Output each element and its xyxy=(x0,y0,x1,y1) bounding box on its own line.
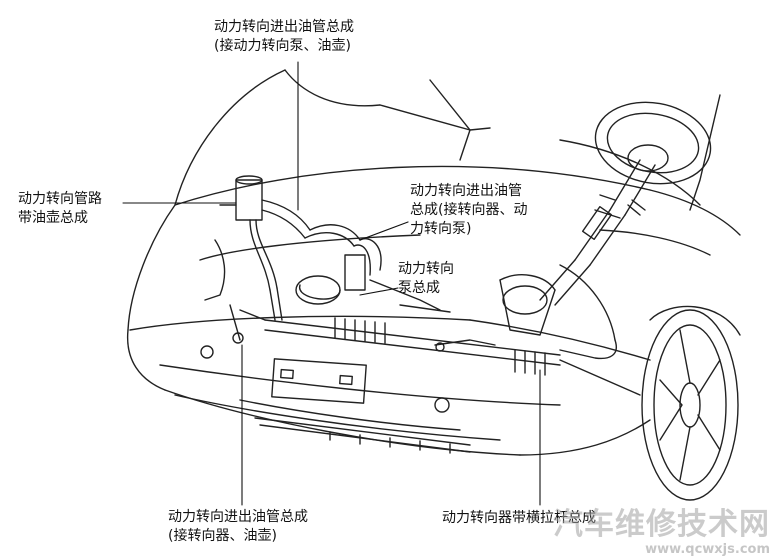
label-line: (接转向器、油壶) xyxy=(168,528,277,544)
watermark: 汽车维修技术网 www.qcwxjs.com xyxy=(553,507,770,558)
steering-rack-assembly xyxy=(229,274,641,396)
label-line: 泵总成 xyxy=(398,280,440,296)
label-line: 力转向泵) xyxy=(410,221,472,237)
steering-wheel xyxy=(539,101,712,306)
label-steering-hose-gear-reservoir: 动力转向进出油管总成 (接转向器、油壶) xyxy=(168,508,308,546)
watermark-url: www.qcwxjs.com xyxy=(645,542,770,557)
label-steering-gear-tie-rod: 动力转向器带横拉杆总成 xyxy=(442,509,596,528)
leader-pump xyxy=(359,287,399,296)
label-line: 动力转向进出油管总成 xyxy=(168,509,308,525)
watermark-text: 汽车维修技术网 xyxy=(553,507,770,542)
label-line: 动力转向管路 xyxy=(18,191,102,207)
label-line: 动力转向进出油管总成 xyxy=(214,19,354,35)
label-line: 动力转向进出油管 xyxy=(410,183,522,199)
label-pipeline-with-reservoir: 动力转向管路 带油壶总成 xyxy=(18,190,102,228)
label-line: 动力转向器带横拉杆总成 xyxy=(442,510,596,526)
leader-mid xyxy=(359,221,409,241)
reservoir-and-pipes xyxy=(219,175,451,321)
label-line: (接动力转向泵、油壶) xyxy=(214,38,351,54)
label-steering-hose-gear-pump: 动力转向进出油管 总成(接转向器、动 力转向泵) xyxy=(410,182,527,239)
label-line: 动力转向 xyxy=(398,261,454,277)
label-steering-hose-pump-reservoir: 动力转向进出油管总成 (接动力转向泵、油壶) xyxy=(214,18,354,56)
label-steering-pump: 动力转向 泵总成 xyxy=(398,260,454,298)
front-wheel xyxy=(641,305,741,501)
label-line: 带油壶总成 xyxy=(18,210,88,226)
label-line: 总成(接转向器、动 xyxy=(410,202,528,218)
front-bumper-details xyxy=(200,345,471,454)
leader-lines xyxy=(122,61,541,506)
